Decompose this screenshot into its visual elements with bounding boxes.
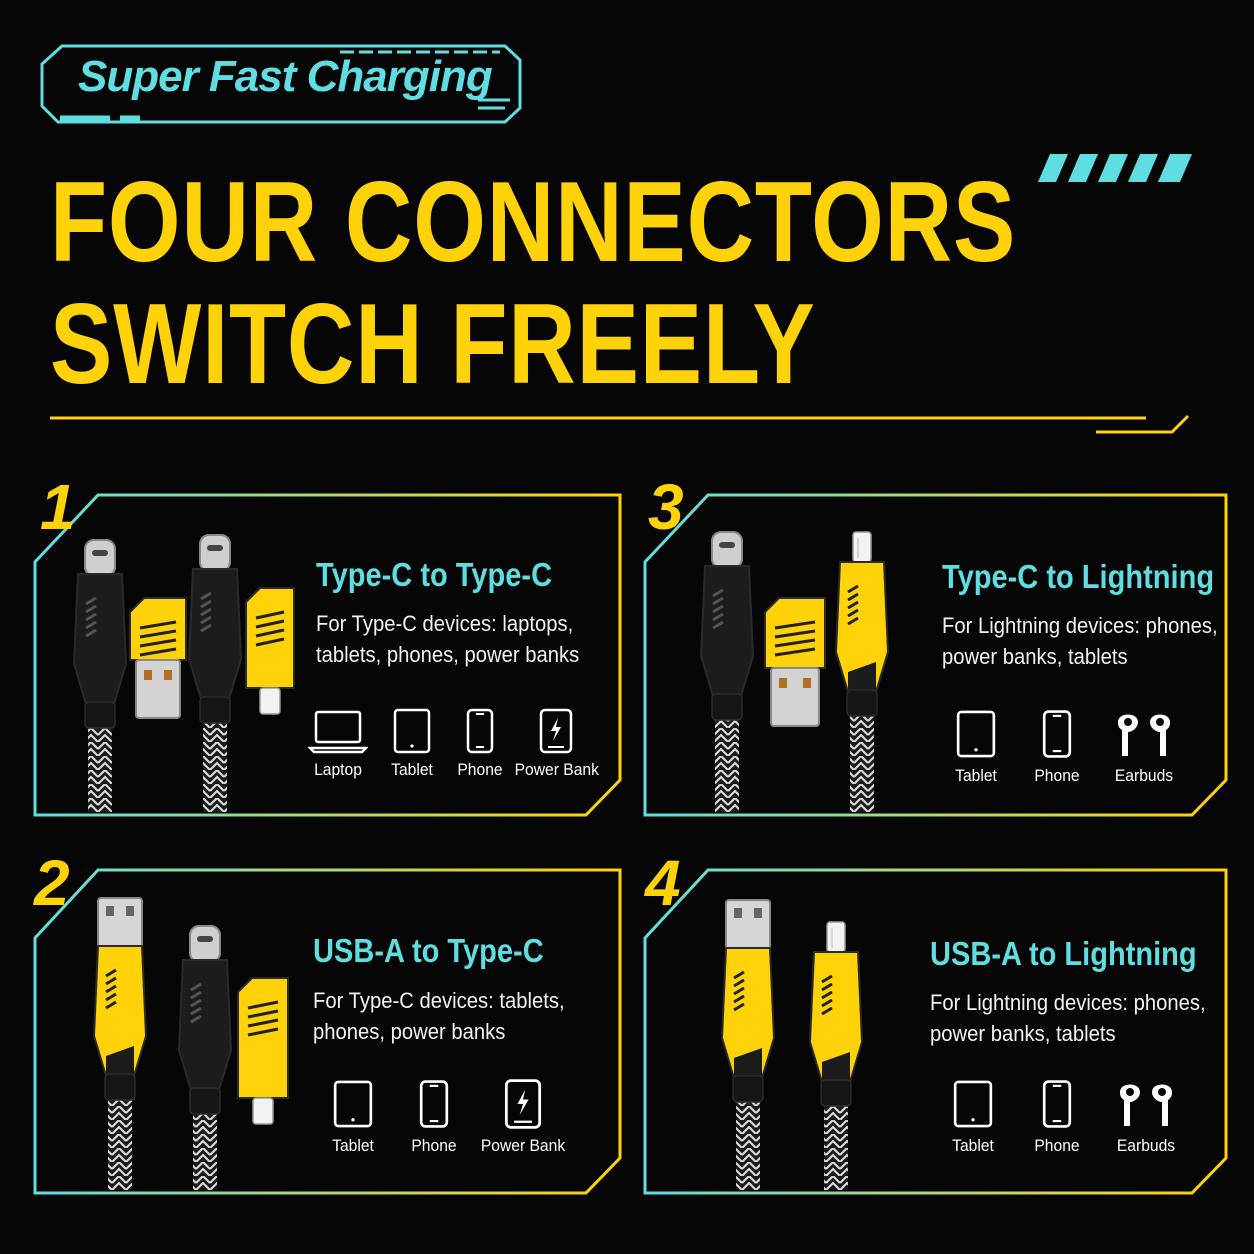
panel-2-device-power-bank: Power Bank [476, 1078, 570, 1156]
panel-1-adapter-usb-a [129, 597, 187, 719]
device-label: Phone [1034, 766, 1080, 785]
device-label: Phone [457, 760, 503, 779]
panel-1-device-phone: Phone [435, 708, 525, 780]
panel-1-device-tablet: Tablet [367, 708, 457, 780]
headline: FOUR CONNECTORS SWITCH FREELY [50, 162, 1016, 406]
panel-4-desc-line-2: power banks, tablets [930, 1021, 1116, 1046]
cable-illustrations [72, 531, 890, 1190]
panel-frames [33, 493, 1228, 1195]
device-label: Phone [411, 1136, 457, 1155]
panel-1-adapter-lightning [245, 587, 295, 715]
panel-2-number: 2 [34, 847, 70, 919]
headline-line-2: SWITCH FREELY [50, 281, 816, 408]
panel-3-device-tablet: Tablet [931, 708, 1021, 786]
power-bank-icon [504, 1079, 542, 1129]
panel-2-cable-left [92, 897, 148, 1190]
headline-line-1: FOUR CONNECTORS [50, 159, 1017, 286]
device-label: Tablet [952, 1136, 994, 1155]
panel-2-device-tablet: Tablet [308, 1078, 398, 1156]
panel-1-description: For Type-C devices: laptops, tablets, ph… [316, 608, 579, 670]
panel-1-cable-left [72, 539, 128, 812]
panel-4-cable-left [720, 899, 776, 1190]
panel-3-adapter-usb-a [764, 597, 826, 727]
panel-1-number: 1 [40, 471, 76, 543]
stripe-decoration [1038, 154, 1192, 182]
tablet-icon [333, 1080, 373, 1128]
power-bank-icon [539, 708, 573, 754]
panel-4-device-earbuds: Earbuds [1101, 1078, 1191, 1156]
panel-4-description: For Lightning devices: phones, power ban… [930, 987, 1206, 1049]
panel-2-adapter-lightning [237, 977, 289, 1125]
phone-icon [1042, 710, 1072, 758]
tablet-icon [956, 710, 996, 758]
phone-icon [1042, 1080, 1072, 1128]
panel-4-cable-right [808, 921, 864, 1190]
device-label: Earbuds [1114, 766, 1174, 785]
tablet-icon [393, 708, 431, 754]
panel-3-device-phone: Phone [1012, 708, 1102, 786]
panel-3-device-earbuds: Earbuds [1099, 708, 1189, 786]
phone-icon [419, 1080, 449, 1128]
tablet-icon [953, 1080, 993, 1128]
headline-underline [50, 414, 1190, 434]
device-label: Tablet [955, 766, 997, 785]
panel-2-desc-line-1: For Type-C devices: tablets, [313, 988, 565, 1013]
panel-1-desc-line-1: For Type-C devices: laptops, [316, 611, 574, 636]
device-label: Earbuds [1116, 1136, 1176, 1155]
panel-2-description: For Type-C devices: tablets, phones, pow… [313, 985, 565, 1047]
device-label: Tablet [332, 1136, 374, 1155]
panel-1-desc-line-2: tablets, phones, power banks [316, 642, 580, 667]
panel-3-cable-right [834, 531, 890, 812]
panel-1-cable-right [187, 534, 243, 812]
device-label: Laptop [314, 760, 362, 779]
laptop-icon [308, 710, 368, 754]
panel-3-desc-line-2: power banks, tablets [942, 644, 1128, 669]
earbuds-icon [1120, 1084, 1172, 1126]
panel-2-desc-line-2: phones, power banks [313, 1019, 506, 1044]
panel-3-cable-left [699, 531, 755, 812]
panel-3-number: 3 [648, 471, 684, 543]
panel-4-desc-line-1: For Lightning devices: phones, [930, 990, 1206, 1015]
device-label: Power Bank [480, 1136, 566, 1155]
panel-1-device-laptop: Laptop [293, 708, 383, 780]
panel-1-device-power-bank: Power Bank [511, 708, 601, 780]
panel-3-title: Type-C to Lightning [942, 558, 1215, 595]
panel-3-desc-line-1: For Lightning devices: phones, [942, 613, 1218, 638]
panel-4-device-phone: Phone [1012, 1078, 1102, 1156]
badge-label: Super Fast Charging [78, 52, 493, 101]
device-label: Phone [1034, 1136, 1080, 1155]
earbuds-icon [1118, 714, 1170, 756]
panel-2-cable-right [177, 925, 233, 1190]
panel-4-number: 4 [645, 847, 681, 919]
device-label: Power Bank [514, 760, 599, 779]
panel-1-title: Type-C to Type-C [316, 556, 553, 593]
panel-2-device-phone: Phone [389, 1078, 479, 1156]
panel-2-title: USB-A to Type-C [313, 932, 544, 969]
panel-3-description: For Lightning devices: phones, power ban… [942, 610, 1218, 672]
panel-4-title: USB-A to Lightning [930, 935, 1197, 972]
device-label: Tablet [391, 760, 433, 779]
panel-4-device-tablet: Tablet [928, 1078, 1018, 1156]
phone-icon [466, 708, 494, 754]
badge-frame [40, 44, 522, 124]
